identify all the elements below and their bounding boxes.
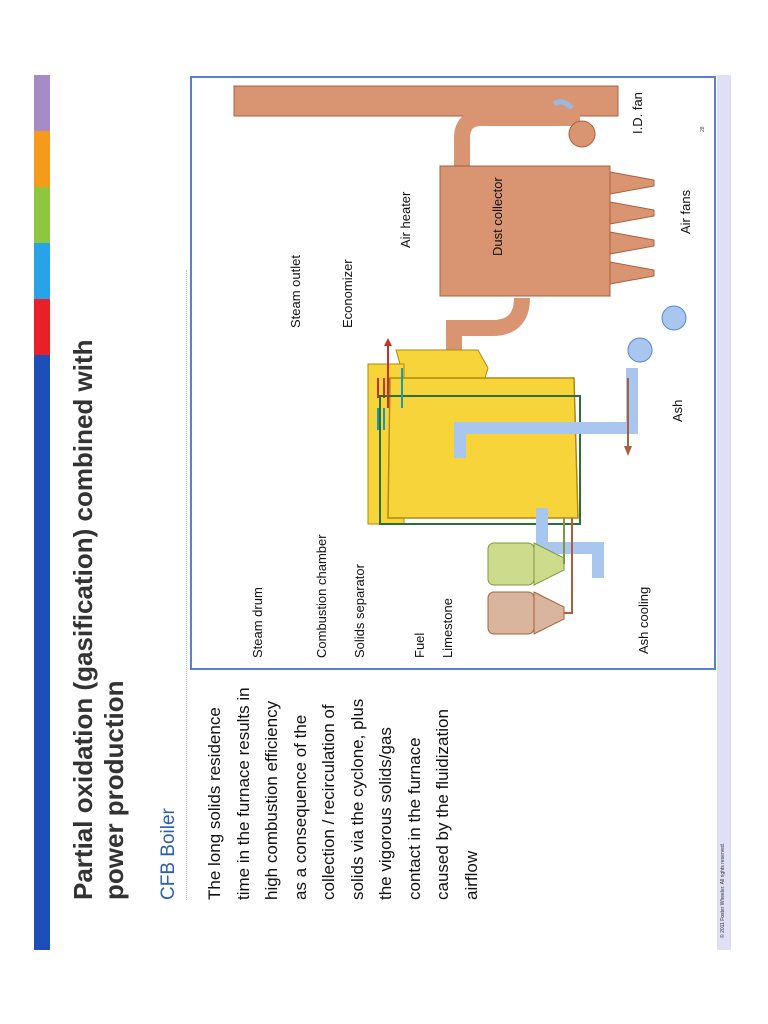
label-solids-separator: Solids separator <box>352 563 367 658</box>
exhaust-arrow <box>552 99 574 110</box>
diagram-labels: Steam drum Combustion chamber Solids sep… <box>250 92 693 658</box>
label-steam-drum: Steam drum <box>250 587 265 658</box>
label-dust-collector: Dust collector <box>490 177 505 256</box>
label-combustion-chamber: Combustion chamber <box>314 534 329 658</box>
cfb-boiler-diagram: Steam drum Combustion chamber Solids sep… <box>190 76 716 670</box>
copyright-text: © 2011 Foster Wheeler. All rights reserv… <box>720 842 726 938</box>
air-heater-duct <box>446 297 530 378</box>
slide-title: Partial oxidation (gasification) combine… <box>68 339 129 901</box>
economizer-coils <box>377 408 397 430</box>
label-ash-cooling: Ash cooling <box>636 587 651 654</box>
limestone-bin <box>487 591 535 635</box>
right-band <box>717 75 731 950</box>
air-duct-lower <box>454 368 638 458</box>
stripe-lightblue <box>34 243 50 299</box>
stripe-purple <box>34 75 50 131</box>
steam-outlet-arrow <box>384 338 392 346</box>
label-ash: Ash <box>670 400 685 422</box>
stripe-red <box>34 299 50 355</box>
ash-arrow <box>624 446 632 456</box>
label-steam-outlet: Steam outlet <box>288 255 303 328</box>
slide-subtitle: CFB Boiler <box>158 808 179 900</box>
furnace-wall <box>379 395 581 525</box>
superheater-coils <box>377 378 397 398</box>
label-economizer: Economizer <box>340 259 355 328</box>
label-air-fans: Air fans <box>678 189 693 234</box>
fuel-bin <box>487 542 535 586</box>
divider-line <box>186 270 187 900</box>
flue-duct <box>454 88 580 168</box>
label-id-fan: I.D. fan <box>630 92 645 134</box>
air-duct-upper <box>536 508 604 578</box>
color-stripe <box>34 75 50 950</box>
dust-collector <box>439 165 611 297</box>
fuel-cone <box>533 542 565 586</box>
limestone-feed <box>564 518 573 614</box>
limestone-cone <box>533 591 565 635</box>
air-fan-2 <box>661 305 687 331</box>
stripe-orange <box>34 131 50 187</box>
stripe-green <box>34 187 50 243</box>
label-air-heater: Air heater <box>398 191 413 248</box>
air-fan-1 <box>627 337 653 363</box>
id-fan <box>568 120 596 148</box>
body-text: The long solids residence time in the fu… <box>205 687 481 900</box>
boiler-schematic: Steam drum Combustion chamber Solids sep… <box>233 85 693 658</box>
stripe-blue <box>34 355 50 950</box>
combustion-chamber <box>387 377 579 519</box>
label-fuel: Fuel <box>412 633 427 658</box>
collector-hoppers <box>609 171 655 285</box>
label-limestone: Limestone <box>440 598 455 658</box>
